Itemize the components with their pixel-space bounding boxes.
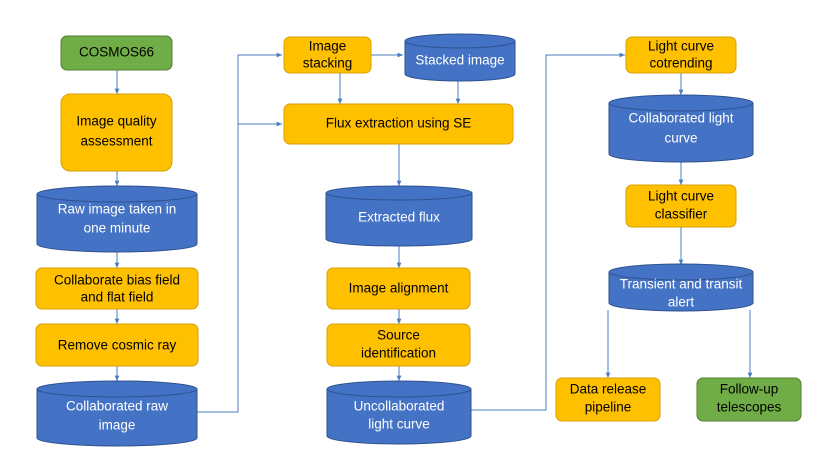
edge-uncollab-to-cotrending bbox=[470, 52, 625, 411]
node-image-quality: Image quality assessment bbox=[60, 93, 173, 172]
node-collab-lc: Collaborated light curve bbox=[608, 94, 754, 163]
node-label: Follow-up bbox=[720, 382, 779, 397]
node-label: Uncollaborated bbox=[354, 399, 445, 414]
node-label: COSMOS66 bbox=[79, 45, 154, 60]
edges bbox=[114, 52, 753, 413]
node-label: alert bbox=[668, 295, 695, 310]
node-label: Image quality bbox=[76, 114, 157, 129]
node-lc-classifier: Light curve classifier bbox=[625, 184, 737, 228]
node-label: identification bbox=[361, 346, 436, 361]
node-label: telescopes bbox=[717, 400, 782, 415]
node-transient-alert: Transient and transit alert bbox=[608, 263, 754, 312]
node-label: curve bbox=[664, 131, 697, 146]
node-bias-flat: Collaborate bias field and flat field bbox=[35, 267, 199, 310]
node-source-identification: Source identification bbox=[326, 323, 471, 367]
node-cosmic-ray: Remove cosmic ray bbox=[35, 323, 199, 367]
node-label: Image bbox=[309, 39, 347, 54]
node-label: classifier bbox=[655, 207, 708, 222]
node-uncollab-lc: Uncollaborated light curve bbox=[326, 380, 472, 445]
node-label: Raw image taken in bbox=[58, 202, 177, 217]
node-lc-cotrending: Light curve cotrending bbox=[625, 36, 737, 74]
node-label: Transient and transit bbox=[620, 277, 743, 292]
node-label: Collaborate bias field bbox=[54, 273, 180, 288]
node-label: image bbox=[99, 418, 136, 433]
node-label: Remove cosmic ray bbox=[58, 338, 177, 353]
node-label: one minute bbox=[84, 221, 151, 236]
node-label: and flat field bbox=[81, 290, 154, 305]
node-label: Image alignment bbox=[349, 281, 449, 296]
node-image-stacking: Image stacking bbox=[283, 36, 372, 74]
node-label: Data release bbox=[570, 382, 647, 397]
node-extracted-flux: Extracted flux bbox=[325, 185, 473, 247]
node-label: Extracted flux bbox=[358, 210, 440, 225]
node-label: pipeline bbox=[585, 400, 632, 415]
node-label: Collaborated light bbox=[628, 111, 733, 126]
node-followup: Follow-up telescopes bbox=[696, 377, 802, 422]
node-label: assessment bbox=[80, 134, 152, 149]
node-label: Collaborated raw bbox=[66, 399, 168, 414]
node-image-alignment: Image alignment bbox=[326, 267, 471, 310]
node-raw-image: Raw image taken in one minute bbox=[36, 185, 198, 253]
node-label: stacking bbox=[303, 56, 353, 71]
edge-collabraw-to-stacking bbox=[197, 52, 282, 413]
node-label: Source bbox=[377, 328, 420, 343]
node-cosmos66: COSMOS66 bbox=[60, 35, 173, 71]
node-label: light curve bbox=[368, 417, 430, 432]
node-label: Flux extraction using SE bbox=[326, 116, 472, 131]
node-flux-extraction: Flux extraction using SE bbox=[283, 103, 514, 145]
node-data-release: Data release pipeline bbox=[555, 377, 661, 422]
node-label: Light curve bbox=[648, 39, 714, 54]
node-stacked-image: Stacked image bbox=[404, 33, 516, 82]
node-label: cotrending bbox=[649, 56, 712, 71]
node-collab-raw: Collaborated raw image bbox=[36, 380, 198, 447]
node-label: Light curve bbox=[648, 189, 714, 204]
node-label: Stacked image bbox=[415, 53, 504, 68]
